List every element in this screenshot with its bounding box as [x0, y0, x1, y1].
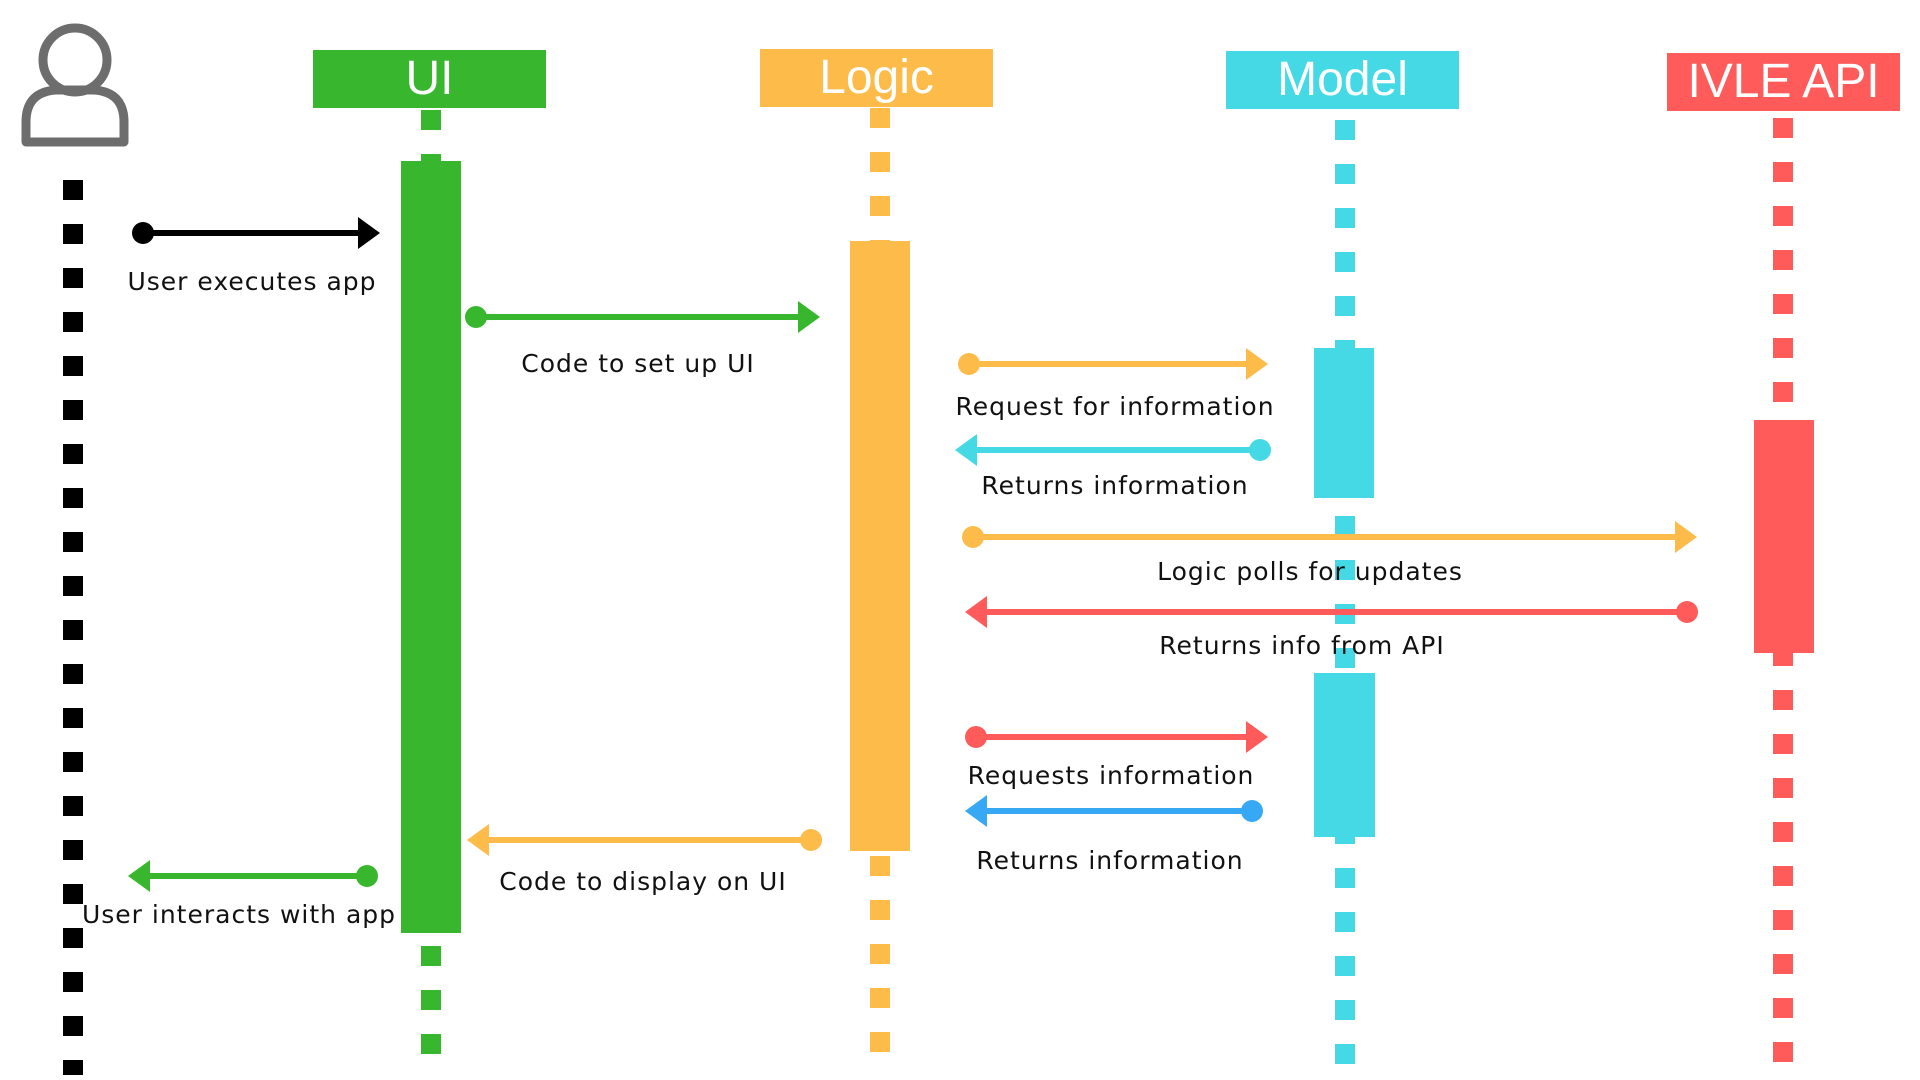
message-label-returns-information-bottom: Returns information: [976, 846, 1244, 875]
message-arrow-returns-info-from-api-head: [965, 596, 987, 628]
lifeline-header-logic-label: Logic: [819, 51, 934, 104]
message-arrow-request-for-information-head: [1246, 348, 1268, 380]
lifeline-header-ui-bar: [313, 50, 546, 108]
message-arrow-requests-information-head: [1246, 721, 1268, 753]
lifeline-header-ivle-api: IVLE API: [1667, 53, 1900, 111]
lifeline-header-model-bar: [1226, 51, 1459, 109]
message-arrow-requests-information-start-dot: [965, 726, 987, 748]
activation-ui: [401, 161, 461, 933]
message-arrow-user-executes-app-start-dot: [132, 222, 154, 244]
message-arrow-user-interacts-with-app-start-dot: [356, 865, 378, 887]
lifeline-header-ui-label: UI: [405, 52, 454, 105]
message-arrow-returns-info-from-api-start-dot: [1676, 601, 1698, 623]
activation-model-1: [1314, 348, 1374, 498]
lifeline-header-logic: Logic: [760, 49, 993, 107]
lifeline-header-ivle-api-label: IVLE API: [1687, 55, 1880, 108]
lifeline-header-model: Model: [1226, 51, 1459, 109]
message-arrow-code-to-set-up-ui-head: [798, 301, 820, 333]
message-label-returns-info-from-api: Returns info from API: [1159, 631, 1445, 660]
message-arrow-logic-polls-for-updates-head: [1675, 521, 1697, 553]
lifeline-header-model-label: Model: [1277, 53, 1408, 106]
message-arrow-request-for-information-start-dot: [958, 353, 980, 375]
message-arrow-code-to-set-up-ui-start-dot: [465, 306, 487, 328]
message-arrow-returns-information-model-head: [955, 434, 977, 466]
lifeline-header-ivle-api-bar: [1667, 53, 1900, 111]
message-label-logic-polls-for-updates: Logic polls for updates: [1157, 557, 1463, 586]
message-label-request-for-information: Request for information: [955, 392, 1275, 421]
message-label-user-interacts-with-app: User interacts with app: [81, 900, 397, 929]
activation-logic: [850, 241, 910, 851]
lifeline-header-logic-bar: [760, 49, 993, 107]
activation-ivle-api: [1754, 420, 1814, 653]
message-label-requests-information: Requests information: [967, 761, 1255, 790]
activation-model-2: [1314, 673, 1375, 837]
message-arrow-logic-polls-for-updates-start-dot: [962, 526, 984, 548]
message-arrow-code-to-display-on-ui-head: [467, 824, 489, 856]
lifeline-header-ui: UI: [313, 50, 546, 108]
message-label-returns-information-model: Returns information: [981, 471, 1249, 500]
message-arrow-returns-information-bottom-head: [965, 795, 987, 827]
user-icon: [21, 23, 129, 147]
message-label-code-to-display-on-ui: Code to display on UI: [499, 867, 787, 896]
message-label-code-to-set-up-ui: Code to set up UI: [521, 349, 755, 378]
message-arrow-returns-information-model-start-dot: [1249, 439, 1271, 461]
message-label-user-executes-app: User executes app: [127, 267, 377, 296]
message-arrow-user-executes-app-head: [358, 217, 380, 249]
message-arrow-returns-information-bottom-start-dot: [1241, 800, 1263, 822]
message-arrow-user-interacts-with-app-head: [128, 860, 150, 892]
message-arrow-code-to-display-on-ui-start-dot: [800, 829, 822, 851]
